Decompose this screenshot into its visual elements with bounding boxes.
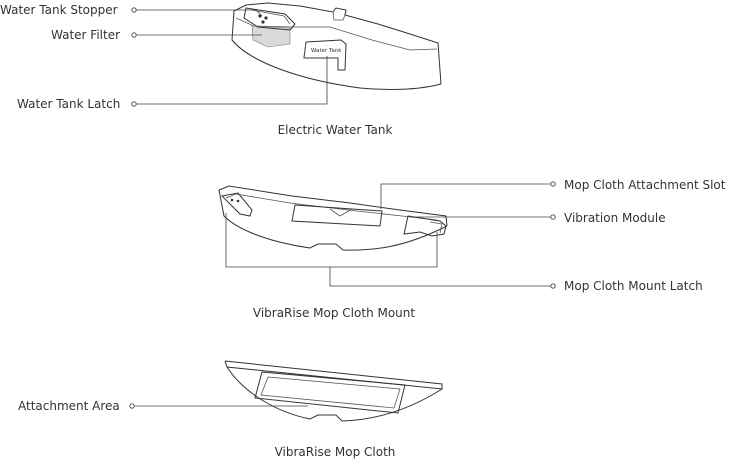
latch-marking: Water Tank bbox=[311, 48, 342, 54]
mop-mount-illustration bbox=[218, 185, 448, 251]
label-attachment-area: Attachment Area bbox=[18, 399, 120, 413]
label-vibration-module: Vibration Module bbox=[564, 211, 666, 225]
label-mop-cloth-mount-latch: Mop Cloth Mount Latch bbox=[564, 279, 703, 293]
water-tank-leaders bbox=[131, 7, 328, 107]
water-filter-shape bbox=[251, 25, 291, 48]
label-water-tank-stopper: Water Tank Stopper bbox=[0, 3, 118, 17]
label-water-filter: Water Filter bbox=[51, 28, 120, 42]
water-tank-illustration: Water Tank bbox=[231, 2, 442, 90]
mop-mount-leaders bbox=[225, 181, 556, 289]
caption-mop-cloth-mount: VibraRise Mop Cloth Mount bbox=[253, 306, 416, 320]
label-water-tank-latch: Water Tank Latch bbox=[17, 97, 120, 111]
label-mop-cloth-attachment-slot: Mop Cloth Attachment Slot bbox=[564, 178, 726, 192]
caption-mop-cloth: VibraRise Mop Cloth bbox=[275, 445, 396, 459]
mop-cloth-illustration bbox=[224, 360, 443, 422]
water-tank-latch-shape: Water Tank bbox=[303, 39, 347, 71]
mop-cloth-leaders bbox=[129, 403, 308, 409]
caption-electric-water-tank: Electric Water Tank bbox=[278, 123, 393, 137]
